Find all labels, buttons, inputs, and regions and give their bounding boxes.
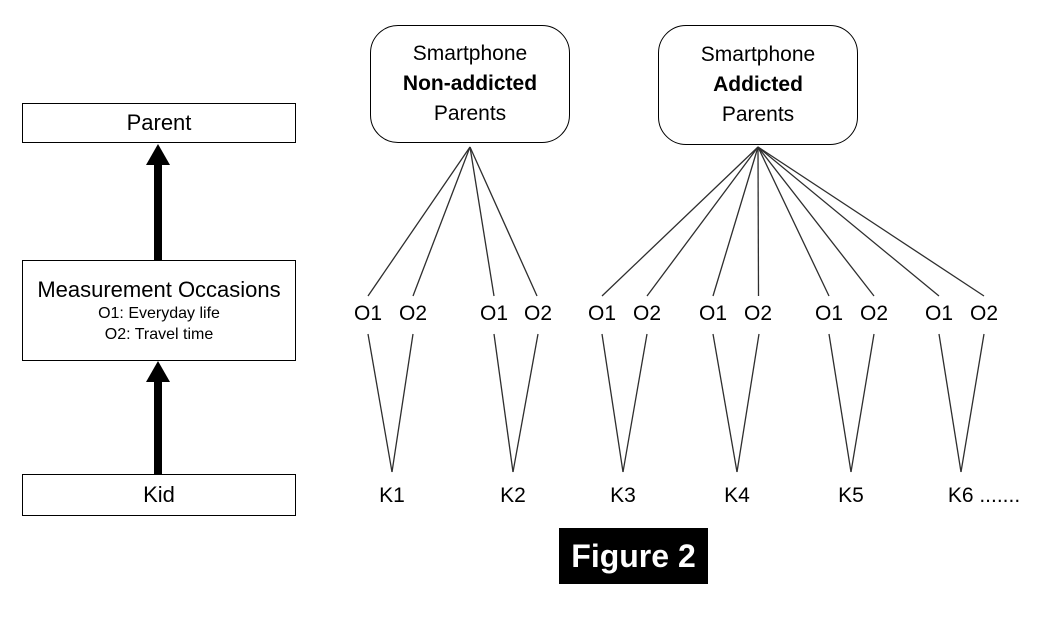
fan-lines-non-addicted-group [367,146,538,297]
parent-box: Parent [22,103,296,143]
occasion-label-k3-o1: O1 [587,302,617,325]
occasion-to-kid-lines [367,333,985,473]
figure-caption-box: Figure 2 [559,528,708,584]
kid-box: Kid [22,474,296,516]
occasion-2-definition: O2: Travel time [104,326,214,343]
non-addicted-parents-box: Smartphone Non-addicted Parents [370,25,570,143]
occasion-label-k1-o1: O1 [353,302,383,325]
non-addicted-line-3: Parents [433,102,507,125]
occasion-label-k4-o2: O2 [743,302,773,325]
occasion-label-k2-o1: O1 [479,302,509,325]
occasion-label-k5-o1: O1 [814,302,844,325]
occasion-label-k4-o1: O1 [698,302,728,325]
addicted-line-1: Smartphone [700,43,816,66]
occasion-label-k6-o1: O1 [924,302,954,325]
occasion-label-k6-o2: O2 [969,302,999,325]
kid-to-measurement-arrow [146,361,170,474]
occasion-label-k5-o2: O2 [859,302,889,325]
non-addicted-line-2: Non-addicted [402,72,538,95]
kid-label-k5: K5 [838,484,864,507]
parent-label: Parent [126,110,192,135]
measurement-to-parent-arrow [146,144,170,260]
occasion-label-k1-o2: O2 [398,302,428,325]
kid-label-k6: K6 ....... [947,484,1021,507]
addicted-parents-box: Smartphone Addicted Parents [658,25,858,145]
kid-label-k1: K1 [379,484,405,507]
kid-label-k2: K2 [500,484,526,507]
non-addicted-line-1: Smartphone [412,42,528,65]
fan-lines-addicted-group [601,146,985,297]
occasion-label-k2-o2: O2 [523,302,553,325]
kid-label-k3: K3 [610,484,636,507]
occasion-1-definition: O1: Everyday life [98,305,220,322]
figure-caption-text: Figure 2 [571,537,696,574]
kid-label-k4: K4 [724,484,750,507]
occasion-label-k3-o2: O2 [632,302,662,325]
addicted-line-3: Parents [721,103,795,126]
addicted-line-2: Addicted [713,73,803,96]
kid-label: Kid [143,482,175,507]
measurement-occasions-title: Measurement Occasions [37,277,281,302]
measurement-occasions-box: Measurement Occasions O1: Everyday life … [22,260,296,361]
